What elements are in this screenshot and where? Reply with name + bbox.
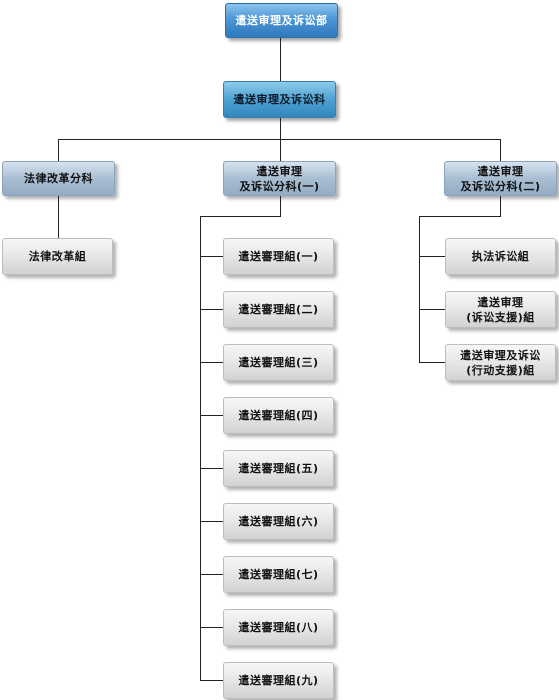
connector bbox=[280, 38, 281, 81]
department-box: 遣送审理及诉讼部 bbox=[225, 3, 338, 38]
connector bbox=[280, 118, 281, 139]
connector bbox=[419, 362, 445, 363]
unit-label: 遣送審理組(五) bbox=[238, 462, 319, 475]
section-box: 遣送审理及诉讼科 bbox=[223, 81, 336, 118]
connector bbox=[280, 139, 281, 161]
division-label: 遣送审理 及诉讼分科(二) bbox=[460, 164, 541, 193]
unit-label: 遣送審理組(四) bbox=[238, 409, 319, 422]
unit-label: 遣送審理組(六) bbox=[238, 515, 319, 528]
section-label: 遣送审理及诉讼科 bbox=[233, 93, 326, 106]
connector bbox=[58, 139, 59, 161]
connector bbox=[419, 256, 445, 257]
connector bbox=[58, 139, 501, 140]
unit-label: 遣送審理組(九) bbox=[238, 674, 319, 687]
unit-box: 遣送審理組(一) bbox=[223, 238, 334, 275]
unit-box: 遣送审理 (诉讼支援)組 bbox=[445, 291, 556, 328]
unit-box: 法律改革組 bbox=[2, 238, 113, 275]
unit-box: 遣送審理組(六) bbox=[223, 503, 334, 540]
connector bbox=[200, 627, 223, 628]
connector bbox=[200, 521, 223, 522]
unit-label: 遣送審理組(七) bbox=[238, 568, 319, 581]
connector bbox=[200, 574, 223, 575]
unit-box: 遣送審理組(九) bbox=[223, 662, 334, 699]
connector bbox=[200, 415, 223, 416]
connector bbox=[500, 196, 501, 216]
unit-box: 遣送審理組(七) bbox=[223, 556, 334, 593]
connector bbox=[419, 309, 445, 310]
unit-label: 遣送審理組(八) bbox=[238, 621, 319, 634]
unit-box: 遣送審理組(四) bbox=[223, 397, 334, 434]
connector bbox=[200, 216, 281, 217]
unit-label: 执法诉讼組 bbox=[471, 250, 530, 263]
connector bbox=[419, 216, 420, 363]
unit-label: 遣送审理及诉讼 (行动支援)組 bbox=[460, 348, 541, 377]
connector bbox=[200, 256, 223, 257]
division-box-removal-2: 遣送审理 及诉讼分科(二) bbox=[444, 161, 557, 196]
unit-box: 遣送审理及诉讼 (行动支援)組 bbox=[445, 344, 556, 381]
unit-label: 遣送审理 (诉讼支援)組 bbox=[466, 295, 535, 324]
division-box-law-reform: 法律改革分科 bbox=[2, 161, 115, 196]
division-box-removal-1: 遣送审理 及诉讼分科(一) bbox=[223, 161, 336, 196]
unit-box: 遣送審理組(三) bbox=[223, 344, 334, 381]
department-label: 遣送审理及诉讼部 bbox=[235, 14, 328, 27]
connector bbox=[200, 309, 223, 310]
unit-label: 法律改革組 bbox=[28, 250, 87, 263]
connector bbox=[200, 468, 223, 469]
connector bbox=[419, 216, 501, 217]
unit-box: 遣送審理組(八) bbox=[223, 609, 334, 646]
connector bbox=[280, 196, 281, 216]
connector bbox=[200, 680, 223, 681]
unit-box: 遣送審理組(五) bbox=[223, 450, 334, 487]
division-label: 遣送审理 及诉讼分科(一) bbox=[239, 164, 320, 193]
division-label: 法律改革分科 bbox=[24, 172, 93, 185]
unit-box: 执法诉讼組 bbox=[445, 238, 556, 275]
connector bbox=[200, 362, 223, 363]
connector bbox=[200, 216, 201, 681]
unit-label: 遣送審理組(一) bbox=[238, 250, 319, 263]
unit-label: 遣送審理組(三) bbox=[238, 356, 319, 369]
unit-box: 遣送審理組(二) bbox=[223, 291, 334, 328]
unit-label: 遣送審理組(二) bbox=[238, 303, 319, 316]
connector bbox=[58, 196, 59, 238]
connector bbox=[500, 139, 501, 161]
